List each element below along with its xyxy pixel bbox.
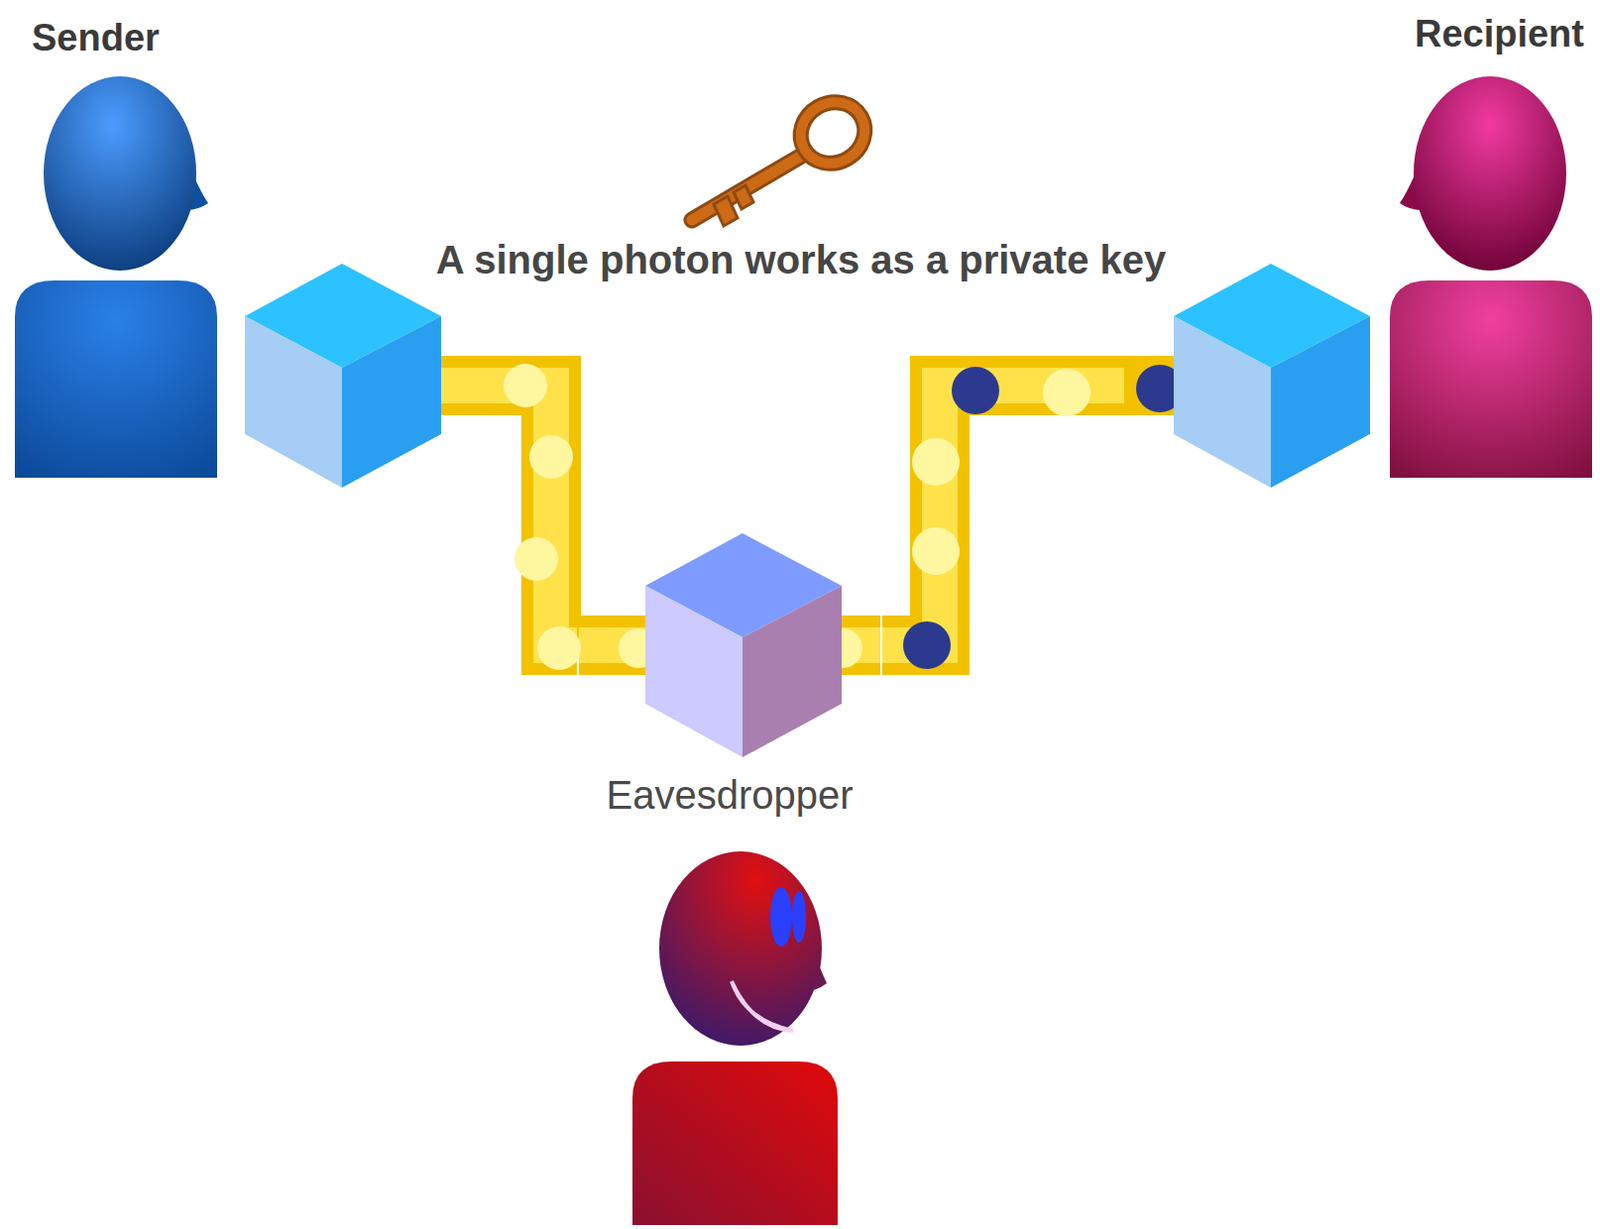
cube-left bbox=[1173, 316, 1271, 488]
cube-right bbox=[342, 316, 442, 488]
recipient-figure bbox=[1389, 76, 1593, 478]
photon-altered bbox=[903, 621, 951, 670]
photon bbox=[503, 363, 548, 408]
recipient-cube bbox=[1173, 263, 1371, 488]
cube-left bbox=[244, 316, 343, 488]
key-icon bbox=[691, 91, 877, 227]
head bbox=[659, 851, 822, 1046]
eye bbox=[792, 891, 806, 943]
smile bbox=[731, 981, 794, 1031]
photon bbox=[912, 438, 960, 486]
eavesdropper-node: Eavesdropper bbox=[576, 530, 883, 1228]
photon bbox=[1042, 368, 1091, 417]
sender-node: Sender bbox=[9, 7, 442, 488]
key-tooth bbox=[733, 185, 754, 210]
body bbox=[14, 280, 218, 478]
cube-right bbox=[742, 585, 842, 758]
sender-cube bbox=[244, 263, 442, 488]
key-shank bbox=[691, 153, 805, 221]
photon bbox=[537, 626, 581, 671]
figure-label: Eavesdropper bbox=[576, 771, 883, 819]
eavesdropper-cube bbox=[645, 533, 842, 758]
head bbox=[1413, 76, 1567, 271]
photon bbox=[529, 435, 573, 479]
photon bbox=[514, 537, 559, 581]
eavesdropper-figure bbox=[632, 851, 838, 1226]
key-ring bbox=[789, 91, 876, 176]
channel-highlight bbox=[882, 385, 1125, 646]
head bbox=[43, 76, 197, 271]
body bbox=[632, 1061, 838, 1226]
photon-channel bbox=[441, 385, 577, 646]
key-tooth bbox=[713, 196, 738, 227]
recipient-node: Recipient bbox=[1173, 7, 1595, 488]
cube-left bbox=[645, 585, 743, 758]
key-caption: A single photon works as a private key bbox=[436, 235, 1167, 284]
photon bbox=[912, 527, 960, 575]
photon-dots bbox=[503, 363, 1184, 671]
channel-highlight bbox=[441, 385, 577, 646]
photon-channel bbox=[882, 385, 1174, 646]
key-ring bbox=[789, 91, 876, 176]
key-shank bbox=[691, 153, 805, 221]
sender-figure bbox=[14, 76, 218, 478]
figure-label: Recipient bbox=[1414, 11, 1585, 58]
photon-altered bbox=[951, 366, 1000, 415]
figure-label: Sender bbox=[31, 15, 160, 62]
cube-right bbox=[1270, 316, 1371, 488]
eye bbox=[770, 887, 793, 947]
body bbox=[1389, 280, 1593, 478]
